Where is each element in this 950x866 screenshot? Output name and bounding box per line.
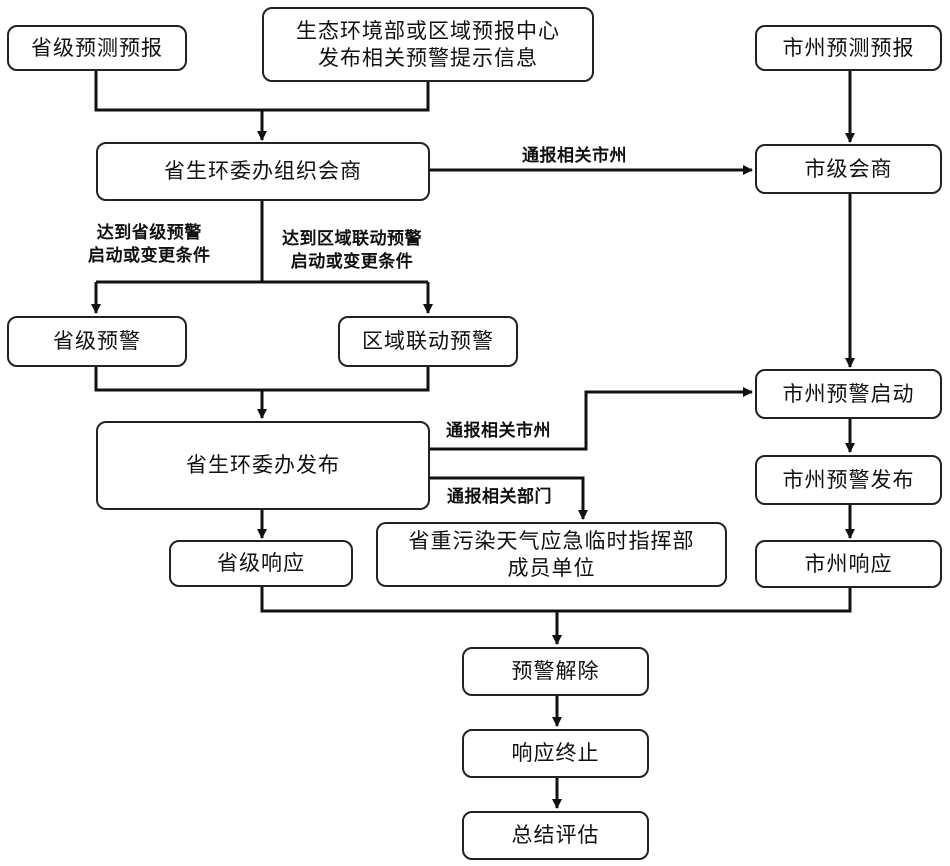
edge-warnings-merge — [94, 367, 430, 392]
node-city-response: 市州响应 — [755, 540, 942, 588]
label-regional-condition-line2: 启动或变更条件 — [290, 251, 414, 272]
node-ministry-notice-line1: 生态环境部或区域预报中心 — [296, 19, 560, 44]
node-province-warning: 省级预警 — [7, 316, 187, 367]
node-city-warning-publish: 市州预警发布 — [755, 455, 942, 505]
node-warning-release: 预警解除 — [462, 647, 649, 696]
node-response-end: 响应终止 — [462, 729, 649, 778]
node-command-members-line1: 省重污染天气应急临时指挥部 — [408, 529, 695, 554]
label-notify-departments: 通报相关部门 — [447, 487, 552, 507]
label-regional-condition: 达到区域联动预警 启动或变更条件 — [282, 228, 422, 274]
edge-responses-merge — [260, 587, 852, 613]
label-province-condition-line2: 启动或变更条件 — [88, 245, 211, 266]
node-ministry-notice: 生态环境部或区域预报中心 发布相关预警提示信息 — [262, 7, 594, 82]
node-city-warning-start: 市州预警启动 — [755, 369, 942, 419]
node-summary-eval: 总结评估 — [462, 811, 649, 860]
label-regional-condition-line1: 达到区域联动预警 — [282, 229, 422, 249]
node-city-forecast: 市州预测预报 — [755, 25, 942, 71]
label-province-condition-line1: 达到省级预警 — [96, 223, 202, 243]
node-ministry-notice-line2: 发布相关预警提示信息 — [318, 45, 538, 70]
edge-publish-to-city-warning-start — [430, 387, 753, 451]
label-notify-cities-2: 通报相关市州 — [446, 421, 551, 441]
label-notify-cities-1: 通报相关市州 — [522, 146, 627, 166]
node-province-response: 省级响应 — [169, 540, 353, 587]
edge-publish-to-command — [430, 476, 588, 520]
node-province-publish: 省生环委办发布 — [96, 421, 430, 510]
node-city-consult: 市级会商 — [755, 144, 942, 194]
node-command-members: 省重污染天气应急临时指挥部 成员单位 — [376, 522, 727, 587]
node-province-consult: 省生环委办组织会商 — [96, 142, 430, 201]
node-command-members-line2: 成员单位 — [507, 555, 596, 580]
node-province-forecast: 省级预测预报 — [7, 25, 187, 71]
node-regional-warning: 区域联动预警 — [338, 316, 518, 367]
label-province-condition: 达到省级预警 启动或变更条件 — [88, 222, 211, 268]
